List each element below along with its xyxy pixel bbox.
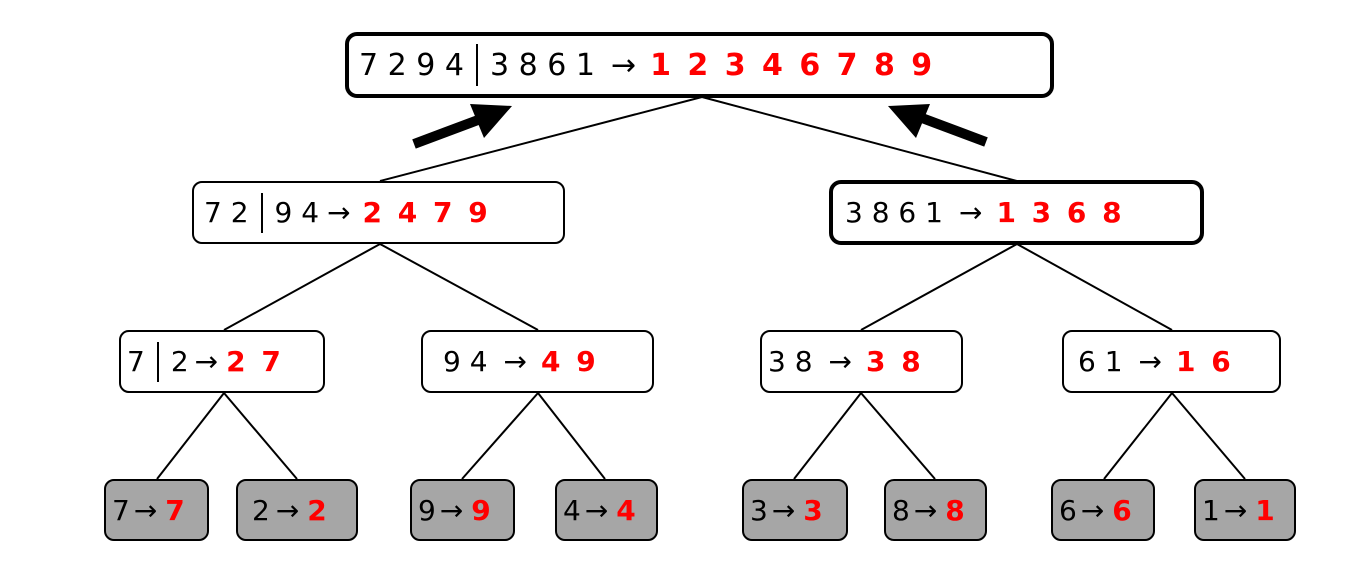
arrow-icon: →	[913, 493, 938, 527]
left-left-node: 7 2 → 2 7	[119, 330, 325, 393]
leaf-9-output: 9	[471, 493, 491, 527]
leaf-6-output: 6	[1112, 493, 1132, 527]
right-node: 3 8 6 1 → 1 3 6 8	[829, 180, 1204, 245]
split-bar	[260, 192, 263, 233]
arrow-icon: →	[194, 345, 219, 378]
leaf-node-2: 2 → 2	[236, 479, 358, 541]
edge-right-rl	[860, 243, 1018, 331]
edge-ll-leaf7	[156, 392, 225, 480]
leaf-6-input: 6	[1059, 493, 1077, 527]
leaf-8-input: 8	[892, 493, 910, 527]
left-right-input: 9 4	[274, 196, 320, 229]
lr-input: 9 4	[443, 345, 488, 378]
leaf-1-output: 1	[1255, 493, 1275, 527]
rl-output: 3 8	[866, 345, 921, 378]
leaf-2-output: 2	[307, 493, 327, 527]
left-left-input: 7 2	[204, 196, 249, 229]
edge-rr-leaf6	[1103, 392, 1173, 480]
leaf-4-output: 4	[616, 493, 636, 527]
right-input: 3 8 6 1	[845, 196, 943, 229]
ll-right-input: 2	[170, 345, 189, 378]
split-bar	[156, 341, 159, 382]
lr-output: 4 9	[541, 345, 596, 378]
edge-left-lr	[379, 243, 539, 331]
edge-left-ll	[223, 243, 381, 331]
split-bar	[475, 44, 478, 86]
arrow-icon: →	[771, 493, 796, 527]
leaf-node-8: 8 → 8	[884, 479, 987, 541]
ll-output: 2 7	[226, 345, 281, 378]
root-right-input: 3 8 6 1	[489, 47, 595, 83]
leaf-4-input: 4	[563, 493, 581, 527]
edge-lr-leaf9	[461, 392, 539, 480]
leaf-node-9: 9 → 9	[410, 479, 515, 541]
edge-rl-leaf8	[860, 392, 936, 480]
edge-root-right	[701, 96, 1018, 182]
arrow-icon: →	[958, 196, 983, 229]
leaf-node-4: 4 → 4	[555, 479, 658, 541]
ll-left-input: 7	[127, 345, 145, 378]
leaf-3-input: 3	[750, 493, 768, 527]
arrow-icon: →	[1138, 345, 1162, 378]
arrow-icon: →	[1223, 493, 1248, 527]
edge-right-rr	[1016, 243, 1173, 331]
edge-ll-leaf2	[223, 392, 298, 480]
arrow-icon: →	[327, 196, 351, 229]
left-right-node: 9 4 → 4 9	[421, 330, 654, 393]
root-node: 7 2 9 4 3 8 6 1 → 1 2 3 4 6 7 8 9	[345, 32, 1054, 98]
arrow-icon: →	[275, 493, 300, 527]
arrow-icon: →	[439, 493, 464, 527]
root-left-input: 7 2 9 4	[359, 47, 464, 83]
leaf-1-input: 1	[1202, 493, 1220, 527]
arrow-icon: →	[584, 493, 609, 527]
right-right-node: 6 1 → 1 6	[1062, 330, 1281, 393]
leaf-3-output: 3	[803, 493, 823, 527]
left-node: 7 2 9 4 → 2 4 7 9	[192, 181, 565, 244]
leaf-7-input: 7	[112, 493, 130, 527]
up-left-arrow-icon	[888, 104, 988, 147]
rr-output: 1 6	[1176, 345, 1231, 378]
leaf-node-7: 7 → 7	[104, 479, 209, 541]
right-output: 1 3 6 8	[996, 196, 1122, 229]
rr-input: 6 1	[1078, 345, 1123, 378]
edge-root-left	[379, 96, 703, 182]
edge-rr-leaf1	[1171, 392, 1246, 480]
leaf-node-1: 1 → 1	[1194, 479, 1296, 541]
arrow-icon: →	[503, 345, 527, 378]
arrow-icon: →	[133, 493, 158, 527]
root-output: 1 2 3 4 6 7 8 9	[650, 47, 933, 83]
edge-lr-leaf4	[537, 392, 606, 480]
arrow-icon: →	[610, 47, 637, 83]
right-left-node: 3 8 → 3 8	[760, 330, 963, 393]
rl-input: 3 8	[768, 345, 813, 378]
leaf-2-input: 2	[252, 493, 270, 527]
leaf-node-6: 6 → 6	[1051, 479, 1155, 541]
leaf-9-input: 9	[418, 493, 436, 527]
edge-rl-leaf3	[793, 392, 862, 480]
leaf-7-output: 7	[165, 493, 185, 527]
arrow-icon: →	[828, 345, 852, 378]
up-right-arrow-icon	[412, 104, 512, 149]
arrow-icon: →	[1080, 493, 1105, 527]
left-output: 2 4 7 9	[362, 196, 488, 229]
leaf-8-output: 8	[945, 493, 965, 527]
leaf-node-3: 3 → 3	[742, 479, 848, 541]
